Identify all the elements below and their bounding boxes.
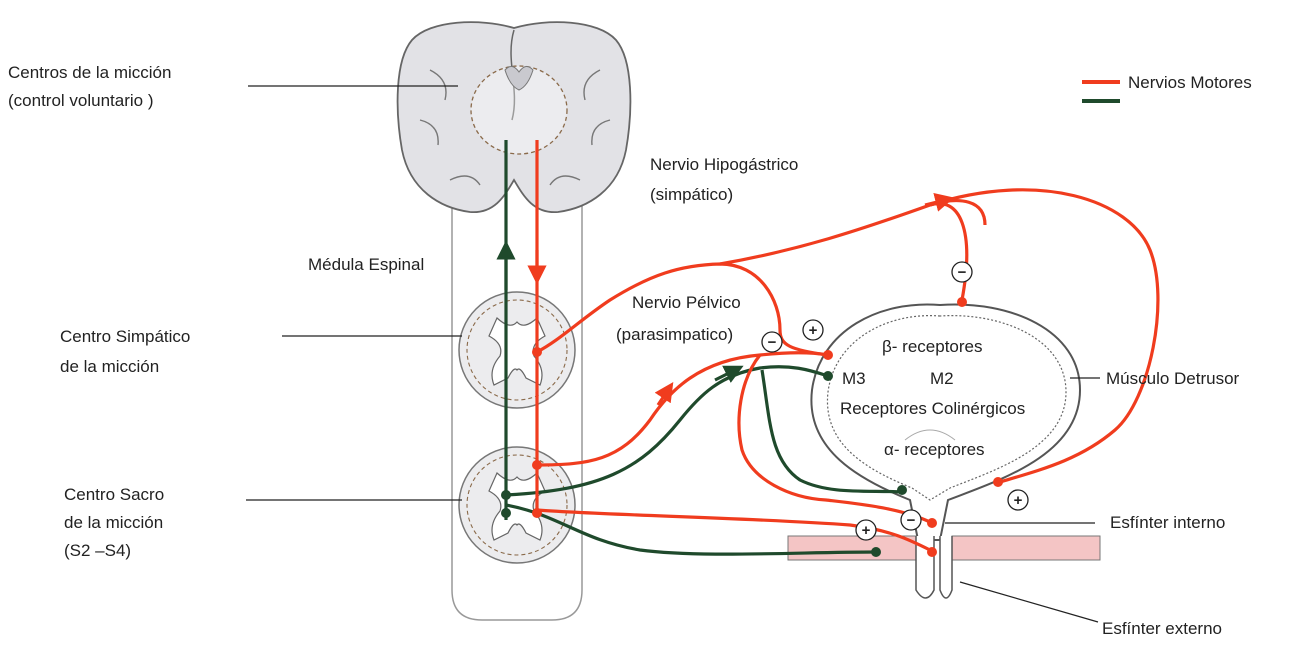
minus-sign-hypogastric: −: [952, 262, 972, 282]
svg-text:−: −: [958, 264, 967, 281]
plus-sign-internal-sphincter: +: [1008, 490, 1028, 510]
svg-text:+: +: [862, 522, 871, 539]
label-alpha-receptors: α- receptores: [884, 440, 985, 459]
label-sacral-line2: de la micción: [64, 513, 163, 532]
label-pelvic-line2: (parasimpatico): [616, 325, 733, 344]
label-spinal-cord: Médula Espinal: [308, 255, 424, 274]
pelvic-floor: [788, 536, 1100, 598]
label-mic-centers-line2: (control voluntario ): [8, 91, 154, 110]
label-sympathetic-line2: de la micción: [60, 357, 159, 376]
spinal-section-sympathetic: [459, 292, 575, 408]
label-sacral-line3: (S2 –S4): [64, 541, 131, 560]
label-sympathetic-line1: Centro Simpático: [60, 327, 190, 346]
svg-text:+: +: [809, 322, 818, 339]
label-hypogastric-line2: (simpático): [650, 185, 733, 204]
label-mic-centers-line1: Centros de la micción: [8, 63, 171, 82]
brain: [398, 22, 631, 212]
plus-sign-external-sphincter: +: [856, 520, 876, 540]
hypogastric-to-beta: [930, 204, 967, 300]
label-m2: M2: [930, 369, 954, 388]
minus-sign-internal-sphincter: −: [901, 510, 921, 530]
svg-text:−: −: [768, 334, 777, 351]
label-cholinergic: Receptores Colinérgicos: [840, 399, 1025, 418]
label-hypogastric-line1: Nervio Hipogástrico: [650, 155, 798, 174]
label-beta-receptors: β- receptores: [882, 337, 982, 356]
pelvic-parasympathetic-path: [537, 353, 828, 465]
label-sacral-line1: Centro Sacro: [64, 485, 164, 504]
label-m3: M3: [842, 369, 866, 388]
hypogastric-branch: [720, 201, 985, 264]
svg-text:+: +: [1014, 492, 1023, 509]
plus-sign-pelvic: +: [803, 320, 823, 340]
minus-sign-pelvic: −: [762, 332, 782, 352]
label-pelvic-line1: Nervio Pélvico: [632, 293, 741, 312]
label-internal-sphincter: Esfínter interno: [1110, 513, 1225, 532]
label-external-sphincter: Esfínter externo: [1102, 619, 1222, 638]
label-detrusor: Músculo Detrusor: [1106, 369, 1240, 388]
legend-motor-label: Nervios Motores: [1128, 73, 1252, 92]
svg-text:−: −: [907, 512, 916, 529]
